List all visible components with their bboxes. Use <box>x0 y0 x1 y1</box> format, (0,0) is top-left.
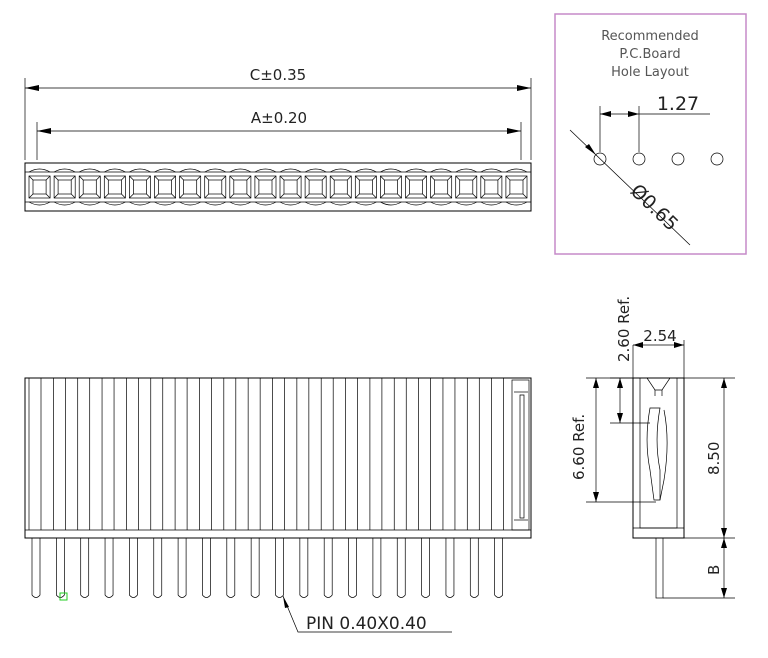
contact-cell <box>380 168 402 206</box>
pin <box>494 538 503 598</box>
contact-cell <box>354 168 377 206</box>
side-view: 2.54 2.60 Ref. 6.60 Ref. 8.50 B <box>570 296 735 599</box>
pcb-hole <box>632 152 646 166</box>
contact-cell <box>53 168 76 206</box>
pin <box>31 538 41 598</box>
contact-cell <box>455 168 478 206</box>
pin <box>226 538 236 598</box>
contact-cell <box>103 168 126 206</box>
pin <box>469 538 479 598</box>
overall-length-label: C±0.35 <box>250 66 306 84</box>
contact-cell <box>480 168 503 206</box>
pcb-hole <box>710 152 724 166</box>
hole-diameter-label: Ø0.65 <box>626 180 682 236</box>
contact-cell <box>229 168 252 206</box>
pin <box>396 538 406 598</box>
top-view: C±0.35 A±0.20 <box>24 66 532 212</box>
pin <box>323 538 333 598</box>
pin <box>372 538 382 598</box>
pin <box>56 538 65 598</box>
pin1-marker <box>59 592 68 601</box>
contact-cell <box>405 168 427 206</box>
contact-spring <box>646 407 661 501</box>
pin <box>104 538 114 598</box>
contact-cell <box>430 168 453 206</box>
contact-cell <box>279 168 302 206</box>
pin <box>129 538 138 598</box>
body-height-label: 8.50 <box>705 442 723 475</box>
pin <box>299 538 309 598</box>
pcb-title-line2: P.C.Board <box>619 47 680 62</box>
pin <box>250 538 260 598</box>
end-cap <box>511 379 530 531</box>
contact-cell <box>179 168 202 206</box>
side-pin-tail <box>655 537 664 599</box>
pin <box>421 538 430 598</box>
front-view: PIN 0.40X0.40 <box>24 377 532 634</box>
contact-cell <box>329 168 352 206</box>
side-width-label: 2.54 <box>643 327 676 345</box>
contact-cell <box>28 168 51 206</box>
contact-cell <box>78 168 101 206</box>
front-body-lines <box>28 378 504 530</box>
pcb-hole <box>671 152 685 166</box>
contact-cell <box>204 168 227 206</box>
pin <box>275 538 284 598</box>
pin-size-label: PIN 0.40X0.40 <box>306 614 427 634</box>
pin <box>348 538 357 598</box>
pcb-title-line3: Hole Layout <box>611 65 689 80</box>
contact-depth-ref-label: 6.60 Ref. <box>570 414 588 480</box>
contact-cell <box>254 168 277 206</box>
contact-cell <box>304 168 327 206</box>
contact-cell <box>154 168 176 206</box>
pin <box>202 538 211 598</box>
pcb-hole-layout-box: Recommended P.C.Board Hole Layout 1.27 Ø… <box>554 13 747 255</box>
tail-length-label: B <box>705 565 723 575</box>
contact-cell <box>505 168 528 206</box>
pin <box>445 538 455 598</box>
header-strip-top <box>24 162 532 212</box>
pcb-title-line1: Recommended <box>601 29 699 44</box>
pitch-label: 1.27 <box>657 93 699 115</box>
dim-overall-length: C±0.35 <box>24 66 532 160</box>
front-pins <box>31 538 503 598</box>
pin <box>177 538 187 598</box>
pin-span-label: A±0.20 <box>251 109 307 127</box>
pcb-hole <box>593 152 607 166</box>
dim-pin-span: A±0.20 <box>36 109 522 160</box>
pin <box>80 538 90 598</box>
side-height-ref-label: 2.60 Ref. <box>615 296 633 362</box>
contact-cells <box>28 168 528 206</box>
contact-cell <box>129 168 151 206</box>
pin <box>153 538 163 598</box>
